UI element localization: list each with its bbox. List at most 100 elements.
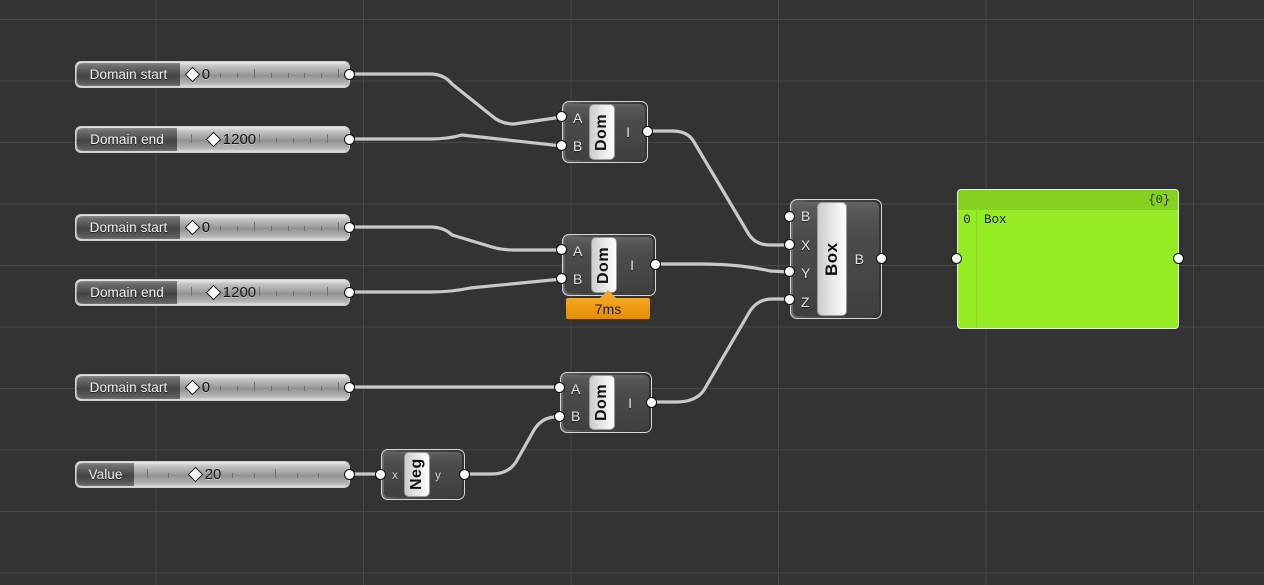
slider-track[interactable]: 1200 [177, 281, 348, 304]
panel-output[interactable]: {0} 0 Box [957, 189, 1179, 329]
slider-value: 20 [204, 466, 222, 483]
port-label-b-out[interactable]: B [854, 251, 864, 267]
slider-label: Domain start [77, 63, 180, 86]
component-box[interactable]: B X Y Z Box B [790, 199, 882, 319]
component-dom-3[interactable]: A B Dom I [560, 372, 652, 433]
component-dom-1[interactable]: A B Dom I [562, 101, 648, 163]
slider-grip-icon[interactable] [187, 466, 203, 483]
slider-grip-icon[interactable] [184, 219, 200, 236]
output-ports: y [430, 452, 450, 497]
port-label-z[interactable]: Z [801, 293, 810, 310]
slider-output-port[interactable] [344, 287, 355, 298]
output-ports: I [617, 237, 643, 293]
number-slider-domain-start-2[interactable]: Domain start 0 [75, 214, 350, 241]
slider-value: 1200 [222, 284, 257, 301]
slider-label: Domain end [77, 281, 177, 304]
port-label-b-in[interactable]: B [801, 208, 811, 225]
port-label-b[interactable]: B [571, 408, 581, 425]
component-dom-2[interactable]: A B Dom I [562, 234, 656, 296]
slider-value-group[interactable]: 0 [184, 376, 210, 399]
component-title: Neg [404, 452, 430, 497]
wire-slider4-to-dom2-b [348, 277, 564, 294]
output-port-b[interactable] [876, 253, 887, 264]
slider-value-group[interactable]: 20 [187, 463, 222, 486]
slider-output-port[interactable] [344, 134, 355, 145]
slider-track[interactable]: 0 [180, 63, 348, 86]
input-port-a[interactable] [556, 244, 567, 255]
number-slider-domain-start-1[interactable]: Domain start 0 [75, 61, 350, 88]
port-label-y[interactable]: y [435, 467, 441, 482]
slider-grip-icon[interactable] [205, 131, 222, 148]
slider-output-port[interactable] [344, 222, 355, 233]
slider-track[interactable]: 20 [134, 463, 348, 486]
input-ports: A B [565, 237, 591, 293]
component-body[interactable]: B X Y Z Box B [793, 202, 879, 316]
component-body[interactable]: A B Dom I [565, 104, 645, 160]
slider-value-group[interactable]: 0 [184, 216, 210, 239]
input-port-x[interactable] [375, 469, 386, 480]
panel-output-port[interactable] [1173, 253, 1184, 264]
input-port-y[interactable] [784, 266, 795, 277]
wire-dom1-to-box-x [646, 129, 792, 247]
input-port-b[interactable] [554, 411, 565, 422]
slider-ticks [134, 463, 348, 486]
component-body[interactable]: A B Dom I [565, 237, 653, 293]
output-port-i[interactable] [642, 126, 653, 137]
number-slider-domain-end-2[interactable]: Domain end 1200 [75, 279, 350, 306]
port-label-i[interactable]: I [628, 394, 632, 411]
input-port-a[interactable] [554, 382, 565, 393]
output-port-i[interactable] [650, 259, 661, 270]
input-ports: A B [563, 375, 589, 430]
port-label-b[interactable]: B [573, 138, 583, 154]
slider-grip-icon[interactable] [184, 66, 200, 83]
component-body[interactable]: A B Dom I [563, 375, 649, 430]
port-label-y[interactable]: Y [801, 265, 811, 282]
component-title: Dom [589, 104, 615, 160]
slider-output-port[interactable] [344, 469, 355, 480]
slider-label: Domain start [77, 216, 180, 239]
output-ports: I [615, 375, 641, 430]
number-slider-domain-end-1[interactable]: Domain end 1200 [75, 126, 350, 153]
port-label-i[interactable]: I [626, 124, 630, 140]
number-slider-value[interactable]: Value 20 [75, 461, 350, 488]
port-label-a[interactable]: A [571, 380, 581, 397]
input-port-b[interactable] [556, 140, 567, 151]
input-port-a[interactable] [556, 111, 567, 122]
input-port-z[interactable] [784, 294, 795, 305]
slider-label: Domain end [77, 128, 177, 151]
component-title: Box [817, 202, 847, 316]
panel-row-text: Box [984, 212, 1007, 227]
port-label-a[interactable]: A [573, 243, 583, 259]
slider-ticks [180, 216, 348, 239]
port-label-i[interactable]: I [630, 257, 634, 273]
panel-body[interactable]: 0 Box [958, 210, 1178, 328]
slider-output-port[interactable] [344, 69, 355, 80]
slider-track[interactable]: 0 [180, 216, 348, 239]
panel-input-port[interactable] [951, 253, 962, 264]
output-port-i[interactable] [646, 397, 657, 408]
slider-track[interactable]: 1200 [177, 128, 348, 151]
component-body[interactable]: x Neg y [384, 452, 462, 497]
input-port-x[interactable] [784, 239, 795, 250]
port-label-x[interactable]: X [801, 236, 811, 253]
number-slider-domain-start-3[interactable]: Domain start 0 [75, 374, 350, 401]
component-neg[interactable]: x Neg y [381, 449, 465, 500]
wire-slider2-to-dom1-b [348, 133, 564, 148]
slider-grip-icon[interactable] [184, 379, 200, 396]
slider-track[interactable]: 0 [180, 376, 348, 399]
port-label-b[interactable]: B [573, 271, 583, 287]
output-ports: B [847, 202, 873, 316]
slider-ticks [180, 376, 348, 399]
slider-value-group[interactable]: 0 [184, 63, 210, 86]
port-label-x[interactable]: x [392, 467, 398, 482]
port-label-a[interactable]: A [573, 110, 583, 126]
input-port-b[interactable] [784, 211, 795, 222]
slider-grip-icon[interactable] [205, 284, 222, 301]
panel-header: {0} [958, 190, 1178, 210]
slider-value-group[interactable]: 1200 [205, 281, 257, 304]
output-port-y[interactable] [459, 469, 470, 480]
slider-value-group[interactable]: 1200 [205, 128, 256, 151]
slider-output-port[interactable] [344, 382, 355, 393]
input-port-b[interactable] [556, 273, 567, 284]
